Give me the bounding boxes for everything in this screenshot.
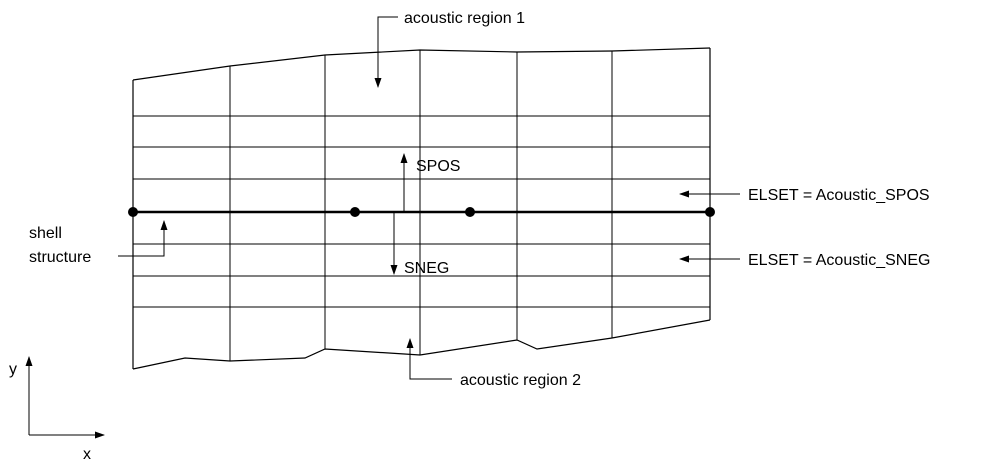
leader-line-shell [118,220,168,257]
shell-normal-arrows: SPOS SNEG [390,153,460,277]
label-spos: SPOS [416,158,460,175]
callout-acoustic-region-1: acoustic region 1 [374,10,525,88]
callout-elset-sneg: ELSET = Acoustic_SNEG [679,252,930,269]
shell-node [350,207,360,217]
label-structure: structure [29,249,91,266]
shell-node [128,207,138,217]
label-acoustic-region-1: acoustic region 1 [404,10,525,27]
shell-structure [128,207,715,217]
shell-node [465,207,475,217]
callout-shell-structure: shell structure [29,220,168,266]
shell-node [705,207,715,217]
label-elset-sneg: ELSET = Acoustic_SNEG [748,252,930,269]
label-elset-spos: ELSET = Acoustic_SPOS [748,187,930,204]
label-axis-x: x [83,446,91,463]
leader-line-region-1 [374,16,398,88]
label-axis-y: y [9,361,17,378]
label-sneg: SNEG [404,260,449,277]
label-acoustic-region-2: acoustic region 2 [460,372,581,389]
mesh-top-boundary [132,47,711,81]
coordinate-axes: y x [9,356,105,463]
label-shell: shell [29,225,62,242]
mesh-bottom-boundary [132,319,711,370]
callout-acoustic-region-2: acoustic region 2 [406,338,581,389]
callout-elset-spos: ELSET = Acoustic_SPOS [679,187,930,204]
acoustic-mesh [132,47,711,370]
leader-line-region-2 [406,338,452,380]
